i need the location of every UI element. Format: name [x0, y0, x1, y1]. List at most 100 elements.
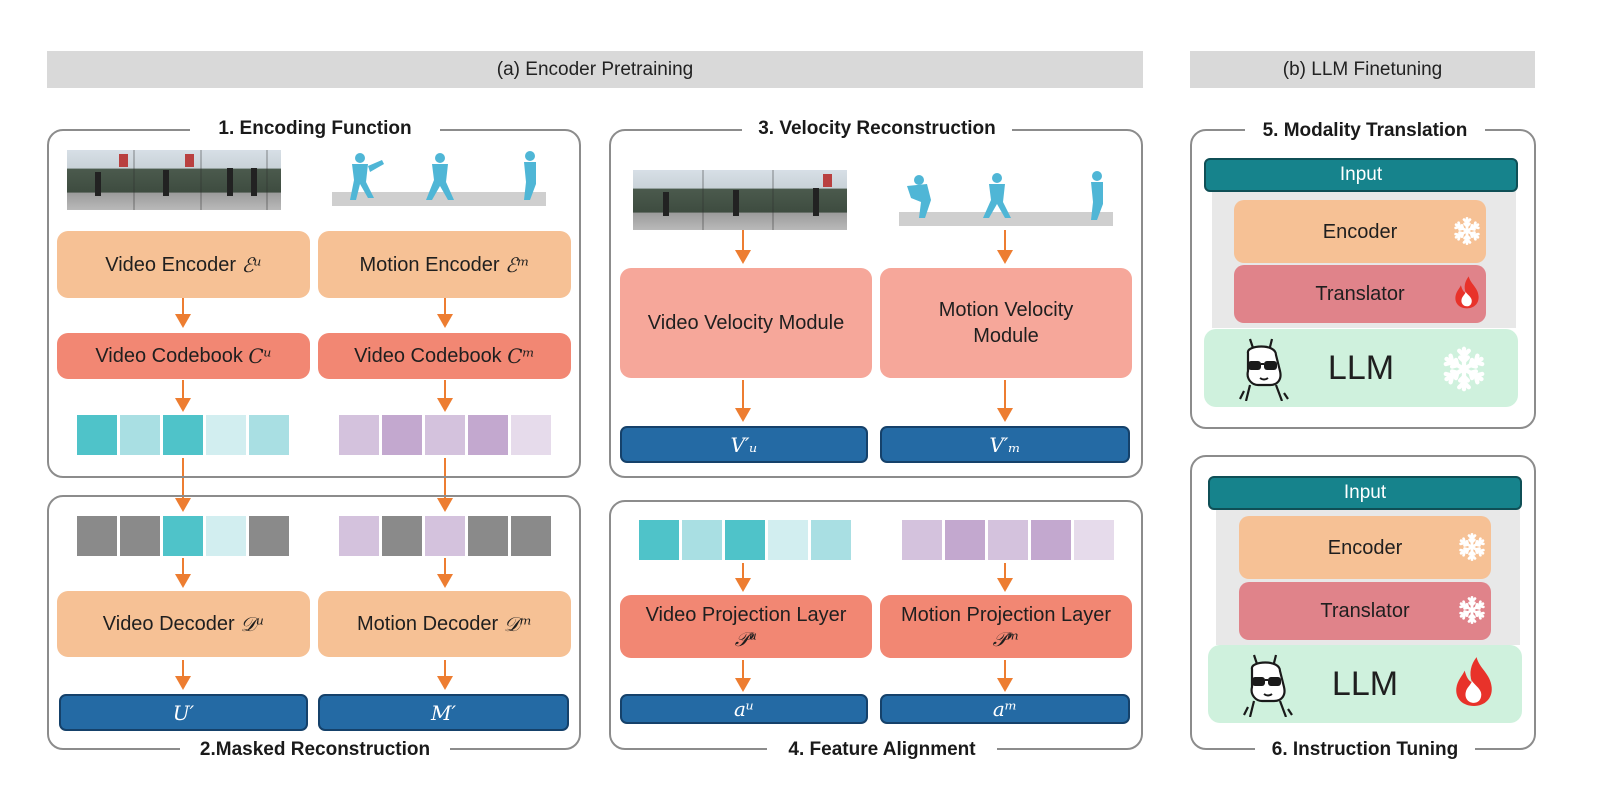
feature-token [425, 516, 465, 556]
motion-frames-image [330, 150, 546, 210]
feature-token [339, 415, 379, 455]
masked-token [382, 516, 422, 556]
modality-translation-title: 5. Modality Translation [1245, 119, 1485, 143]
feature-token [768, 520, 808, 560]
motion-encoder-box: Motion Encoder ℰᵐ [318, 231, 571, 298]
motion-decoder-symbol: 𝒟ᵐ [503, 612, 532, 636]
masked-token [468, 516, 508, 556]
motion-velocity-module-box: Motion Velocity Module [880, 268, 1132, 378]
video-frames-image [67, 150, 281, 210]
video-decoder-label: Video Decoder [102, 613, 235, 635]
video-projection-layer-label: Video Projection Layer [645, 603, 847, 626]
motion-codebook-label: Video Codebook [354, 345, 502, 367]
video-encoder-box: Video Encoder ℰᵘ [57, 231, 310, 298]
video-velocity-module-box: Video Velocity Module [620, 268, 872, 378]
motion-velocity-output: V′ₘ [880, 426, 1130, 463]
feature-token [1031, 520, 1071, 560]
feature-token [468, 415, 508, 455]
motion-decoder-box: Motion Decoder 𝒟ᵐ [318, 591, 571, 657]
feature-token [725, 520, 765, 560]
video-codebook-symbol: Cᵘ [248, 344, 272, 368]
stage6-translator-box: Translator [1239, 582, 1491, 640]
video-reconstruction-output: U′ [59, 694, 308, 731]
video-velocity-module-label: Video Velocity Module [647, 312, 845, 334]
feature-token [339, 516, 379, 556]
feature-token [163, 516, 203, 556]
video-encoder-label: Video Encoder [105, 253, 237, 276]
feature-token [206, 415, 246, 455]
llm-finetuning-label: (b) LLM Finetuning [1282, 58, 1443, 80]
feature-token [382, 415, 422, 455]
llm-finetuning-banner: (b) LLM Finetuning [1190, 51, 1535, 88]
stage6-llm-box: LLM [1208, 645, 1522, 723]
feature-token [120, 415, 160, 455]
velocity-motion-frames-image [897, 168, 1113, 230]
motion-encoder-label: Motion Encoder [359, 253, 500, 276]
encoding-function-title: 1. Encoding Function [190, 117, 440, 141]
video-velocity-output: V′ᵤ [620, 426, 868, 463]
feature-token [639, 520, 679, 560]
video-projection-layer-symbol: 𝒫ᵘ [734, 626, 758, 651]
video-decoder-box: Video Decoder 𝒟ᵘ [57, 591, 310, 657]
motion-projection-layer-symbol: 𝒫ᵐ [992, 626, 1020, 651]
motion-token-row [339, 415, 552, 455]
stage6-llm-label: LLM [1331, 665, 1399, 703]
stage5-encoder-label: Encoder [1322, 220, 1398, 243]
llama-icon [1240, 651, 1296, 724]
feature-token [206, 516, 246, 556]
snowflake-icon [1452, 216, 1482, 253]
video-decoder-symbol: 𝒟ᵘ [240, 612, 265, 636]
feature-token [945, 520, 985, 560]
feature-token [811, 520, 851, 560]
feature-token [511, 415, 551, 455]
motion-decoder-label: Motion Decoder [357, 613, 499, 635]
llama-icon [1236, 335, 1292, 408]
feature-token [425, 415, 465, 455]
stage6-input-box: Input [1208, 476, 1522, 510]
video-codebook-label: Video Codebook [95, 345, 243, 367]
motion-velocity-module-label: Motion Velocity Module [938, 299, 1074, 347]
stage5-translator-box: Translator [1234, 265, 1486, 323]
masked-token [249, 516, 289, 556]
motion-reconstruction-output: M′ [318, 694, 569, 731]
feature-token [988, 520, 1028, 560]
encoder-pretraining-banner: (a) Encoder Pretraining [47, 51, 1143, 88]
stage6-encoder-box: Encoder [1239, 516, 1491, 579]
video-projection-layer-box: Video Projection Layer 𝒫ᵘ [620, 595, 872, 658]
stage5-llm-box: LLM [1204, 329, 1518, 407]
snowflake-icon [1457, 532, 1487, 569]
velocity-reconstruction-title: 3. Velocity Reconstruction [742, 117, 1012, 141]
feature-token [682, 520, 722, 560]
stage6-translator-label: Translator [1320, 600, 1410, 622]
feature-token [77, 415, 117, 455]
masked-reconstruction-title: 2.Masked Reconstruction [180, 738, 450, 762]
motion-codebook-box: Video Codebook Cᵐ [318, 333, 571, 379]
feature-token [902, 520, 942, 560]
stage5-translator-label: Translator [1315, 283, 1405, 305]
stage5-encoder-box: Encoder [1234, 200, 1486, 263]
alignment-motion-token-row [902, 520, 1115, 560]
encoder-pretraining-label: (a) Encoder Pretraining [496, 58, 694, 80]
motion-codebook-symbol: Cᵐ [507, 344, 535, 368]
video-codebook-box: Video Codebook Cᵘ [57, 333, 310, 379]
motion-encoder-symbol: ℰᵐ [505, 252, 530, 277]
video-alignment-output: aᵘ [620, 694, 868, 724]
video-encoder-symbol: ℰᵘ [241, 252, 262, 277]
feature-alignment-title: 4. Feature Alignment [767, 738, 997, 762]
flame-icon [1448, 655, 1500, 714]
motion-alignment-output: aᵐ [880, 694, 1130, 724]
video-masked-token-row [77, 516, 290, 556]
feature-token [163, 415, 203, 455]
feature-token [249, 415, 289, 455]
motion-masked-token-row [339, 516, 552, 556]
motion-projection-layer-box: Motion Projection Layer 𝒫ᵐ [880, 595, 1132, 658]
feature-token [1074, 520, 1114, 560]
stage5-input-box: Input [1204, 158, 1518, 192]
snowflake-icon [1457, 595, 1487, 632]
flame-icon [1450, 275, 1484, 316]
masked-token [77, 516, 117, 556]
masked-token [120, 516, 160, 556]
alignment-video-token-row [639, 520, 852, 560]
motion-projection-layer-label: Motion Projection Layer [900, 603, 1112, 626]
